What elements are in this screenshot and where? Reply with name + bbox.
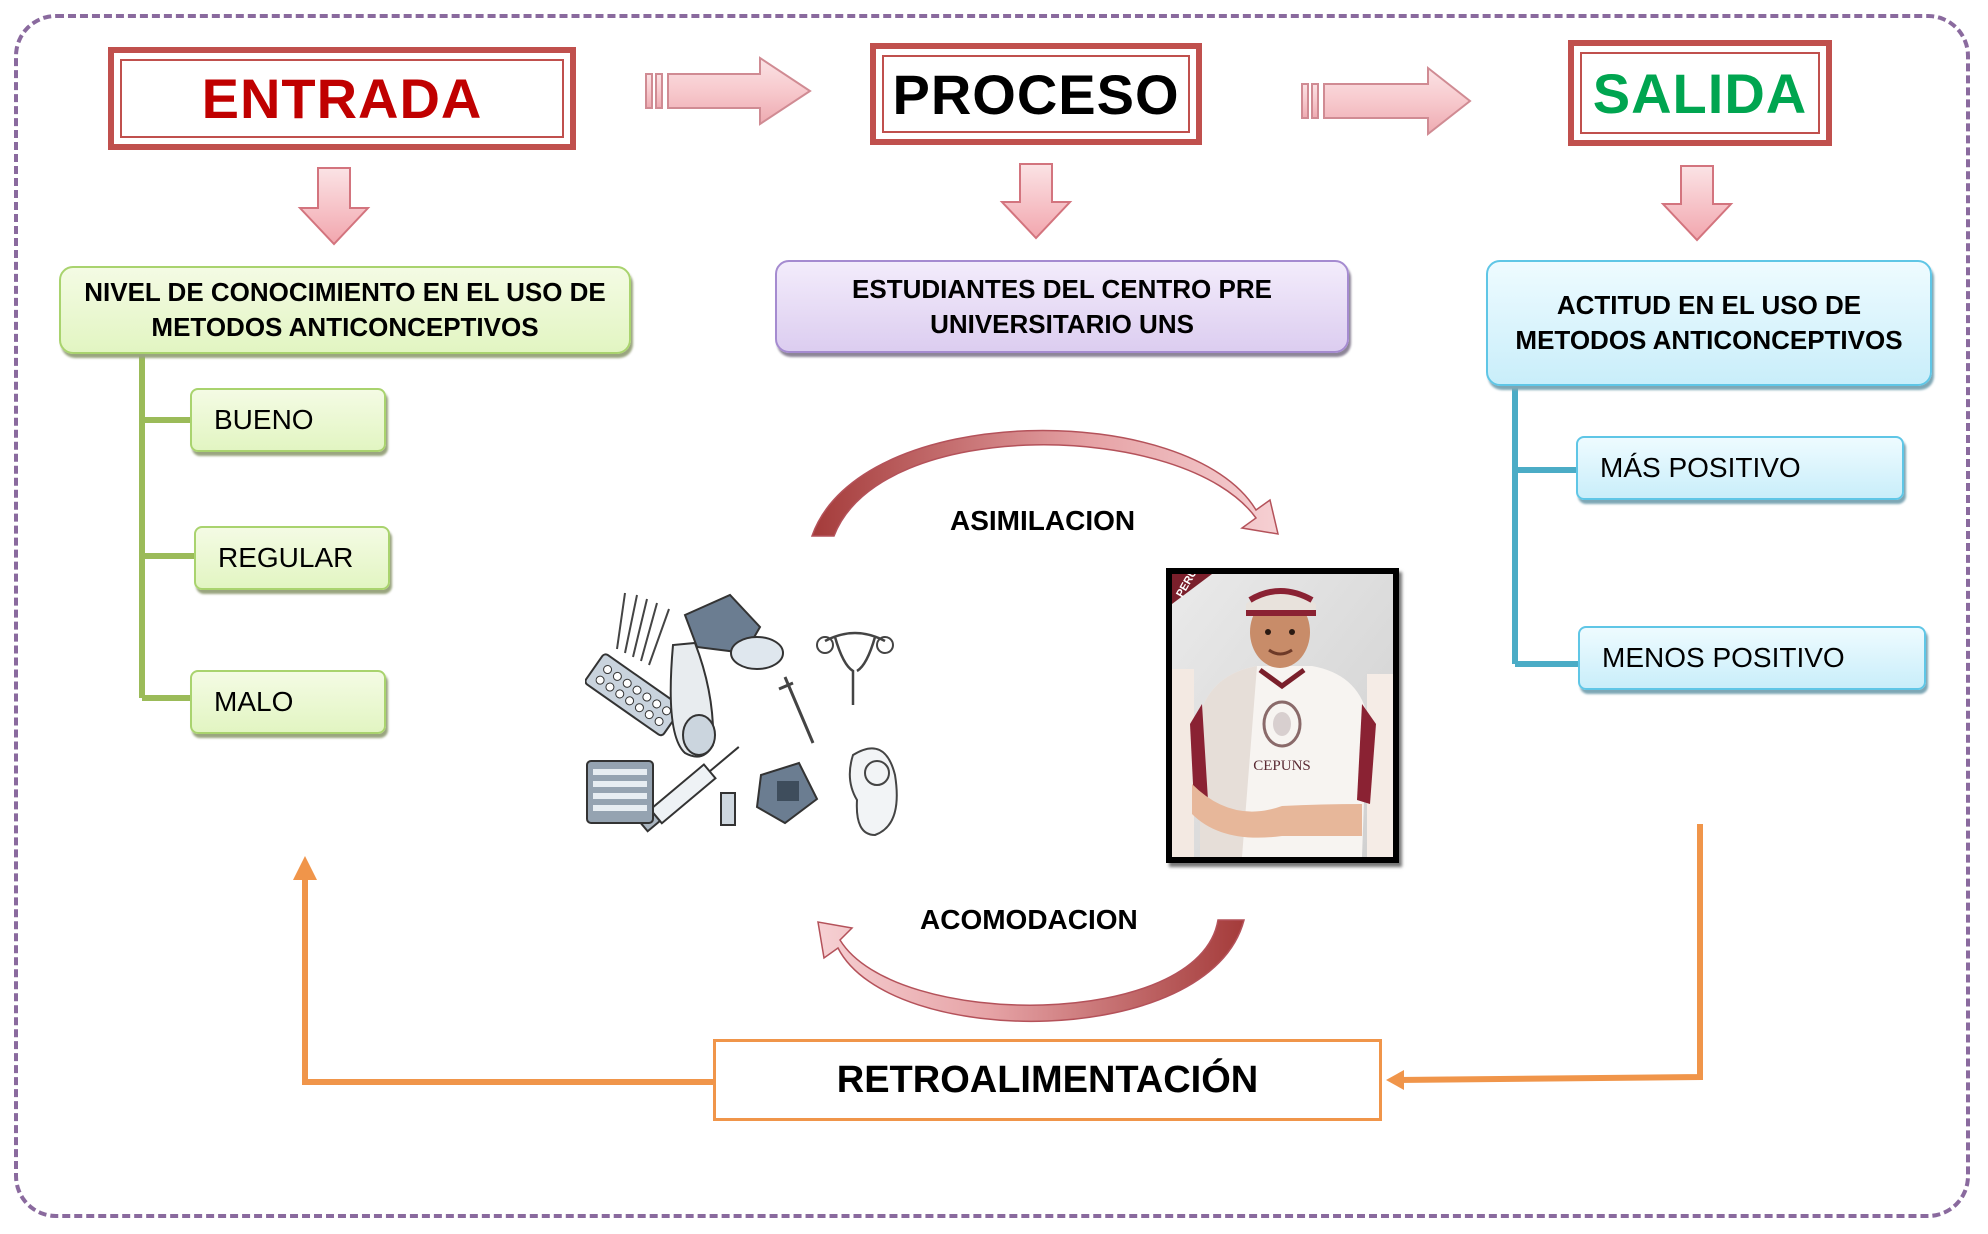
entrada-item-label: REGULAR — [218, 542, 354, 573]
acomodacion-arc-arrow — [817, 919, 1245, 1023]
retroalimentacion-box: RETROALIMENTACIÓN — [713, 1039, 1382, 1121]
arrow-proceso-to-salida — [1301, 65, 1472, 137]
entrada-item-malo: MALO — [190, 670, 386, 734]
salida-item-mas-positivo: MÁS POSITIVO — [1576, 436, 1904, 500]
feedback-lines — [302, 824, 1703, 1085]
down-arrow-entrada — [297, 167, 371, 246]
retroalimentacion-label: RETROALIMENTACIÓN — [836, 1058, 1259, 1101]
header-salida-label: SALIDA — [1592, 61, 1808, 125]
proceso-title: ESTUDIANTES DEL CENTRO PRE UNIVERSITARIO… — [852, 273, 1272, 339]
entrada-title: NIVEL DE CONOCIMIENTO EN EL USO DE METOD… — [84, 277, 606, 342]
header-proceso-label: PROCESO — [892, 62, 1180, 126]
entrada-item-bueno: BUENO — [190, 388, 386, 452]
entrada-item-label: BUENO — [214, 404, 314, 435]
student-photo-image: CEPUNS PERU — [1172, 574, 1393, 857]
entrada-title-box: NIVEL DE CONOCIMIENTO EN EL USO DE METOD… — [59, 266, 631, 354]
shirt-logo-text: CEPUNS — [1253, 758, 1311, 774]
proceso-title-box: ESTUDIANTES DEL CENTRO PRE UNIVERSITARIO… — [775, 260, 1349, 353]
asimilacion-label: ASIMILACION — [950, 505, 1136, 536]
dashed-frame — [14, 14, 1970, 1218]
entrada-tree-lines — [139, 354, 196, 701]
acomodacion-label: ACOMODACION — [920, 904, 1138, 935]
header-entrada: ENTRADA — [108, 47, 576, 150]
arrow-entrada-to-proceso — [645, 56, 812, 126]
student-photo: CEPUNS PERU — [1166, 568, 1399, 863]
header-entrada-label: ENTRADA — [201, 67, 483, 130]
salida-item-label: MENOS POSITIVO — [1602, 642, 1845, 673]
down-arrow-salida — [1660, 165, 1734, 242]
contraceptive-methods-illustration — [585, 592, 898, 837]
down-arrow-proceso — [999, 163, 1073, 240]
header-salida: SALIDA — [1568, 40, 1832, 146]
salida-title-box: ACTITUD EN EL USO DE METODOS ANTICONCEPT… — [1486, 260, 1932, 386]
salida-title: ACTITUD EN EL USO DE METODOS ANTICONCEPT… — [1515, 290, 1903, 355]
asimilacion-arc-arrow — [810, 429, 1279, 537]
entrada-item-regular: REGULAR — [194, 526, 390, 590]
salida-item-menos-positivo: MENOS POSITIVO — [1578, 626, 1926, 690]
feedback-arrowhead-up — [293, 856, 317, 880]
header-proceso: PROCESO — [870, 43, 1202, 145]
salida-tree-lines — [1512, 384, 1580, 667]
feedback-arrowhead-right — [1386, 1070, 1404, 1090]
entrada-item-label: MALO — [214, 686, 294, 717]
salida-item-label: MÁS POSITIVO — [1600, 452, 1801, 483]
